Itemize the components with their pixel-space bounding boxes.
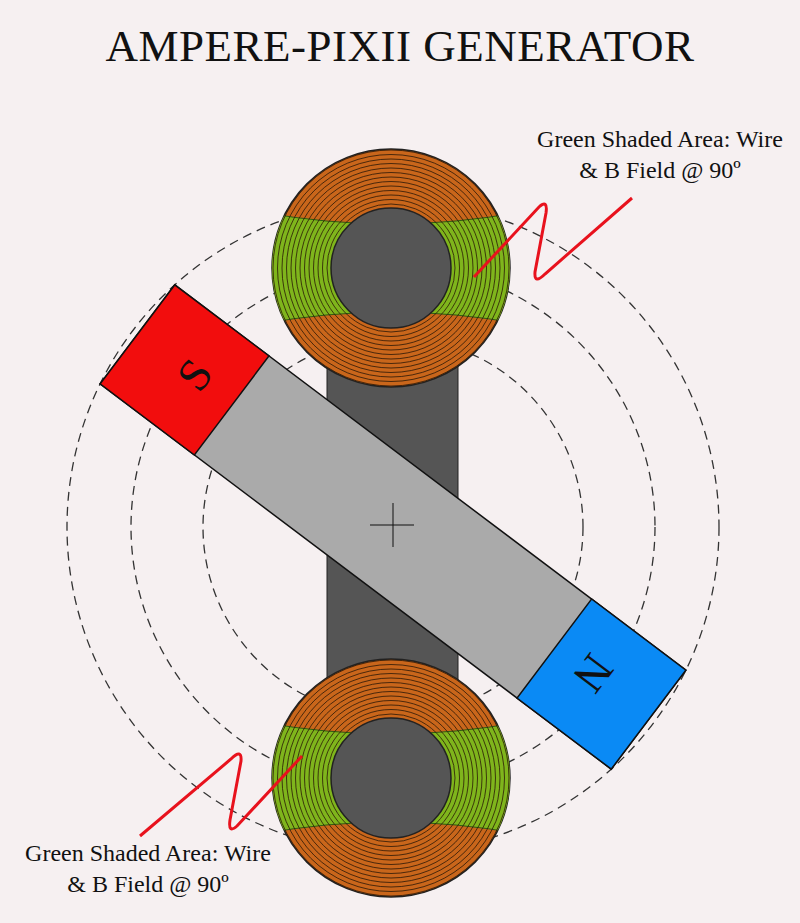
coil <box>261 659 521 897</box>
axis-mark <box>370 503 414 547</box>
rotation-circles <box>67 201 719 853</box>
leader-line <box>474 198 632 279</box>
callout-note: Green Shaded Area: Wire & B Field @ 90º <box>16 838 280 900</box>
leader-line <box>140 754 302 836</box>
bar-magnet <box>100 285 686 769</box>
callout-note: Green Shaded Area: Wire & B Field @ 90º <box>528 124 792 186</box>
diagram-title: AMPERE-PIXII GENERATOR <box>0 20 800 72</box>
